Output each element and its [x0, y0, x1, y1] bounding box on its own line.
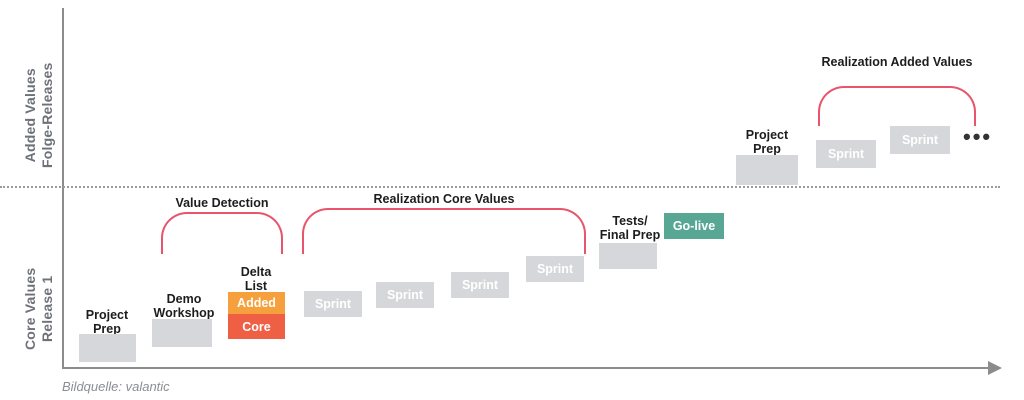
caption-project-prep-lower: Project Prep	[85, 308, 129, 336]
box-go-live[interactable]: Go-live	[664, 213, 724, 239]
bracket-label-realization-added-values: Realization Added Values	[821, 55, 973, 69]
caption-project-prep-upper: Project Prep	[745, 128, 789, 156]
section-title-core-values-line1: Core Values	[22, 267, 38, 350]
caption-delta-list: Delta List	[240, 265, 272, 293]
box-sprint-lower-4[interactable]: Sprint	[526, 256, 584, 282]
box-tests-final-prep[interactable]	[599, 243, 657, 269]
x-axis-line	[62, 367, 992, 369]
section-title-core-values: Core Values Release 1	[22, 268, 56, 350]
section-divider-dotted-line	[0, 186, 1000, 188]
y-axis-line	[62, 8, 64, 368]
box-delta-list-core[interactable]: Core	[228, 314, 285, 339]
box-sprint-lower-1[interactable]: Sprint	[304, 291, 362, 317]
ellipsis-more-sprints: •••	[963, 124, 993, 149]
section-title-added-values-line2: Folge-Releases	[39, 62, 55, 168]
bracket-label-value-detection: Value Detection	[175, 196, 269, 210]
box-sprint-upper-1[interactable]: Sprint	[816, 140, 876, 168]
x-axis-arrow-icon	[988, 361, 1002, 375]
bracket-value-detection	[161, 212, 283, 254]
bracket-realization-core-values	[302, 208, 586, 254]
box-sprint-lower-2[interactable]: Sprint	[376, 282, 434, 308]
caption-demo-workshop: Demo Workshop	[153, 292, 215, 320]
bracket-realization-added-values	[818, 86, 976, 126]
section-title-core-values-line2: Release 1	[39, 275, 55, 343]
section-title-added-values-line1: Added Values	[22, 68, 38, 163]
box-sprint-upper-2[interactable]: Sprint	[890, 126, 950, 154]
box-project-prep-lower[interactable]	[79, 334, 136, 362]
box-sprint-lower-3[interactable]: Sprint	[451, 272, 509, 298]
section-title-added-values: Added Values Folge-Releases	[22, 62, 56, 168]
box-project-prep-upper[interactable]	[736, 155, 798, 185]
source-note: Bildquelle: valantic	[62, 379, 170, 394]
caption-tests-final-prep: Tests/ Final Prep	[599, 214, 661, 242]
box-demo-workshop[interactable]	[152, 319, 212, 347]
bracket-label-realization-core-values: Realization Core Values	[373, 192, 515, 206]
box-delta-list-added[interactable]: Added	[228, 292, 285, 314]
